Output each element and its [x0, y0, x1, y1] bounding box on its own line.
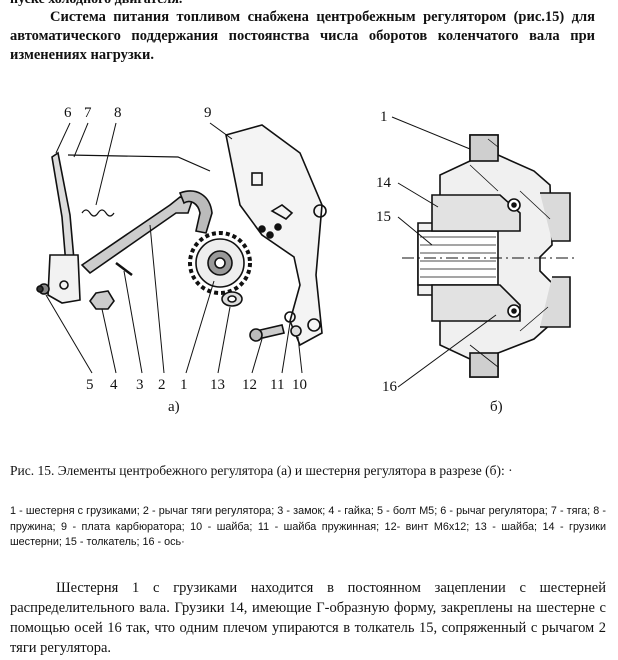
figure-b-drawing: [402, 134, 578, 378]
figure-b-label: б): [490, 399, 503, 415]
figure-b-callouts: 1 14 15 16 б): [376, 109, 503, 415]
callout-a-top: 9: [204, 105, 212, 121]
cut-off-header-line: пуске холодного двигателя.: [10, 0, 570, 8]
governor-figure: 6 7 8 9 5 4 3 2 1 13 12 11 10 а): [36, 105, 578, 415]
figure-caption: Рис. 15. Элементы центробежного регулято…: [10, 463, 513, 478]
intro-text: Система питания топливом снабжена центро…: [10, 9, 595, 63]
callout-a-top: 8: [114, 105, 122, 121]
gear-1: [188, 231, 252, 295]
callout-a-bottom: 5: [86, 377, 94, 393]
figure-a-drawing: [36, 124, 327, 347]
callout-a-bottom: 3: [136, 377, 144, 393]
callout-a-bottom: 4: [110, 377, 118, 393]
callout-a-bottom: 11: [270, 377, 284, 393]
callout-b: 1: [380, 109, 388, 125]
callout-b: 14: [376, 175, 392, 191]
intro-paragraph: Система питания топливом снабжена центро…: [10, 8, 595, 65]
callout-b: 15: [376, 209, 391, 225]
figure-a-callouts: 6 7 8 9 5 4 3 2 1 13 12 11 10 а): [64, 105, 307, 415]
body-paragraph: Шестерня 1 с грузиками находится в посто…: [10, 578, 606, 658]
callout-a-bottom: 2: [158, 377, 166, 393]
figure-legend: 1 - шестерня с грузиками; 2 - рычаг тяги…: [10, 505, 606, 548]
callout-a-top: 6: [64, 105, 72, 121]
callout-b: 16: [382, 379, 398, 395]
figure-a-label: а): [168, 399, 180, 415]
callout-a-bottom: 12: [242, 377, 257, 393]
body-text: Шестерня 1 с грузиками находится в посто…: [10, 580, 606, 656]
callout-a-bottom: 13: [210, 377, 225, 393]
figure-a-leaders: [45, 122, 303, 374]
callout-a-bottom: 1: [180, 377, 188, 393]
callout-a-bottom: 10: [292, 377, 307, 393]
figure-b-leaders: [391, 116, 497, 388]
callout-a-top: 7: [84, 105, 92, 121]
